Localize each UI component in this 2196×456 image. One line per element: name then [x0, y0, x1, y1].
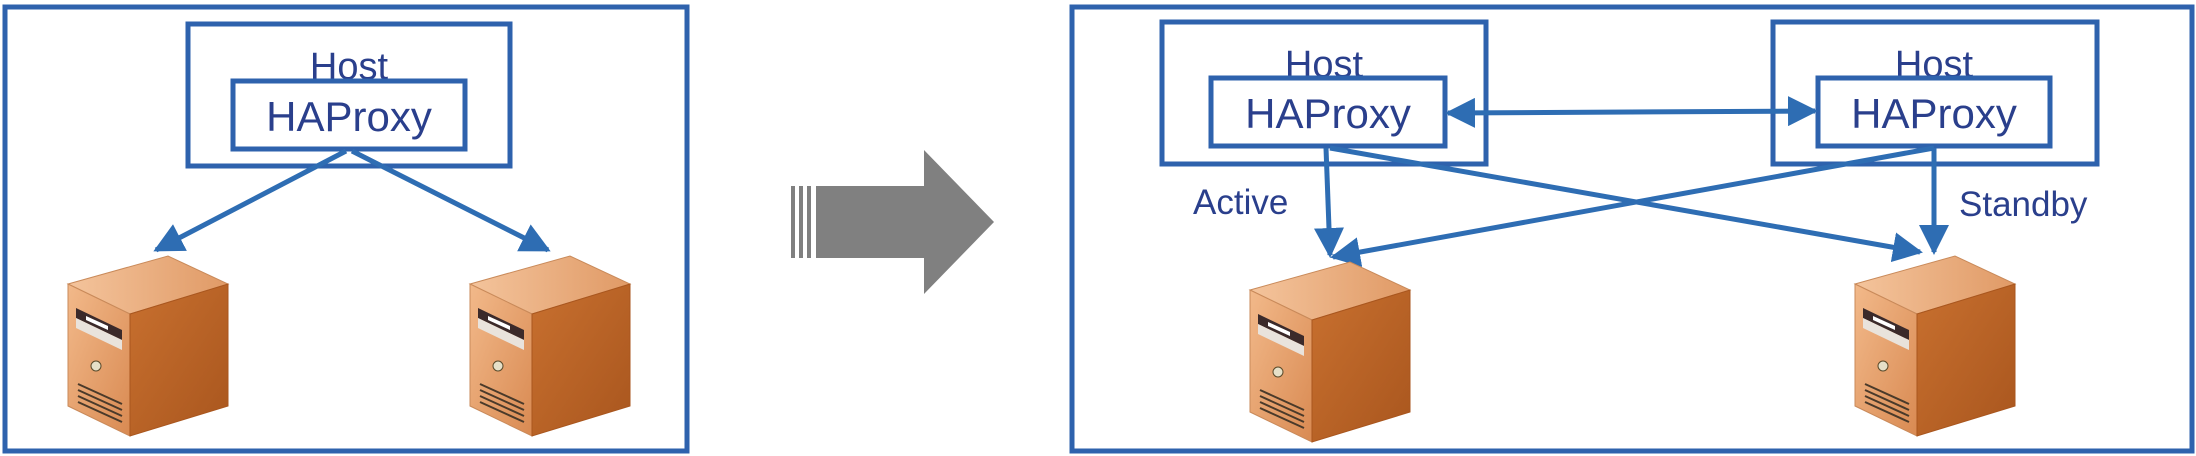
standby-to-server-1-arrow [1330, 145, 1935, 267]
active-role-label: Active [1193, 183, 1288, 222]
active-to-server-2-arrow [1329, 145, 1923, 263]
server-icon [67, 255, 229, 437]
haproxy-label: HAProxy [266, 93, 432, 140]
haproxy-label-active: HAProxy [1245, 90, 1411, 137]
haproxy-box-standby [1815, 75, 2053, 149]
before-panel-frame [2, 4, 690, 454]
haproxy-to-server-1-arrow [153, 148, 348, 253]
server-icon [1854, 255, 2016, 437]
haproxy-sync-arrow [1445, 96, 1818, 128]
haproxy-box-active [1208, 75, 1448, 149]
server-icon [469, 255, 631, 437]
server-icon [1249, 261, 1411, 443]
standby-role-label: Standby [1959, 185, 2088, 224]
haproxy-label-standby: HAProxy [1851, 90, 2017, 137]
after-panel-frame [1069, 4, 2195, 454]
right-arrow-icon [791, 150, 994, 294]
haproxy-box [230, 78, 468, 152]
active-to-server-1-arrow [1314, 147, 1344, 258]
haproxy-to-server-2-arrow [350, 148, 551, 253]
